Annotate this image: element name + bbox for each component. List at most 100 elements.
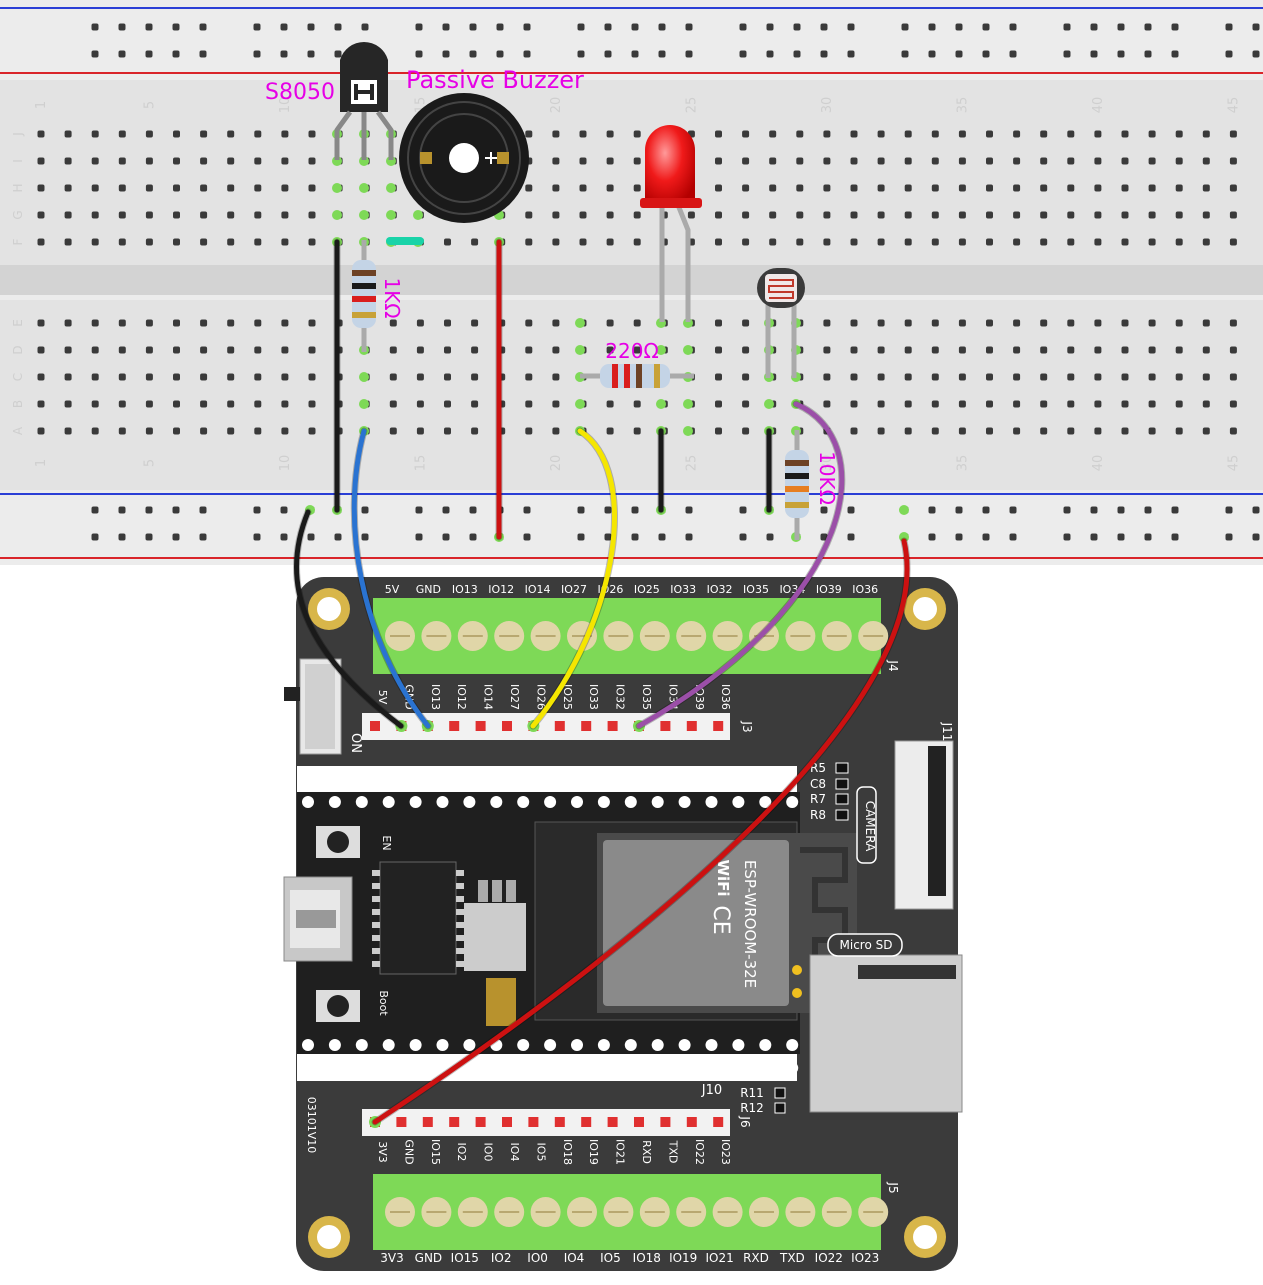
column-number-top: 45: [1226, 97, 1241, 114]
top-terminal-label: 5V: [385, 583, 400, 596]
header-j3-label: IO25: [561, 684, 574, 710]
top-terminal-label: IO12: [488, 583, 514, 596]
top-terminal-label: IO33: [670, 583, 696, 596]
header-j6-label: IO15: [429, 1139, 442, 1165]
tantalum-capacitor: [486, 978, 516, 1026]
top-terminal-label: IO13: [452, 583, 478, 596]
s8050-transistor: [334, 41, 394, 160]
header-j6-label: RXD: [640, 1140, 653, 1164]
top-terminal-label: GND: [416, 583, 441, 596]
antenna-trace: [800, 847, 848, 970]
row-letter-top: F: [11, 238, 25, 245]
row-letter-top: I: [11, 159, 25, 163]
column-number-bottom: 25: [684, 455, 699, 472]
column-number-bottom: 35: [955, 455, 970, 472]
bottom-terminal-label: IO19: [669, 1251, 697, 1265]
bottom-terminal-label: IO4: [564, 1251, 585, 1265]
en-button[interactable]: [316, 826, 360, 858]
bottom-terminal-label: IO0: [527, 1251, 548, 1265]
photoresistor: [757, 268, 805, 378]
red-led: [640, 125, 702, 322]
ce-mark: CE: [708, 905, 733, 934]
bottom-terminal-label: 3V3: [380, 1251, 403, 1265]
bottom-terminal-label: IO5: [600, 1251, 621, 1265]
j5-label: J5: [886, 1181, 900, 1193]
r-label: R7: [810, 792, 826, 806]
j3-label: J3: [740, 720, 754, 732]
column-number-bottom: 20: [549, 455, 564, 472]
row-letter-bottom: C: [11, 373, 25, 381]
micro-sd-slot: [809, 954, 963, 1113]
r12-label: R12: [740, 1101, 764, 1115]
breadboard-top-area: [0, 80, 1263, 265]
column-number-top: 1: [34, 101, 49, 109]
row-letter-bottom: E: [11, 319, 25, 327]
r-label: C8: [810, 777, 826, 791]
resistor-220-label: 220Ω: [605, 339, 658, 363]
header-j3-label: IO26: [534, 684, 547, 710]
header-j3-label: IO13: [429, 684, 442, 710]
column-number-bottom: 40: [1091, 455, 1106, 472]
header-j3-label: IO35: [640, 684, 653, 710]
breadboard-center-channel: [0, 265, 1263, 295]
header-j6-label: IO21: [614, 1139, 627, 1165]
column-number-top: 25: [684, 97, 699, 114]
wifi-label: WiFi: [714, 859, 732, 896]
column-number-bottom: 45: [1226, 455, 1241, 472]
bottom-terminal-label: IO21: [705, 1251, 733, 1265]
breadboard-labels: 115510101515202025253030353540404545JIHG…: [11, 97, 1241, 472]
header-j3-label: IO32: [614, 684, 627, 710]
wire-yellow-io26: [529, 427, 618, 730]
power-switch[interactable]: [284, 658, 342, 755]
top-terminal-label: IO14: [525, 583, 551, 596]
usb-serial-chip: [379, 861, 457, 975]
transistor-label: S8050: [265, 80, 335, 105]
top-terminal-label: IO27: [561, 583, 587, 596]
bottom-terminal-label: IO15: [451, 1251, 479, 1265]
resistor-220: [580, 364, 694, 388]
camera-label: CAMERA: [863, 801, 877, 852]
esp-module-shield: [603, 840, 789, 1006]
top-terminal-screws: [385, 621, 889, 651]
resistor-10k-label: 10KΩ: [815, 451, 839, 505]
top-terminal-label: IO39: [816, 583, 842, 596]
top-terminal-label: IO25: [634, 583, 660, 596]
bottom-terminal-label: GND: [415, 1251, 443, 1265]
column-number-top: 40: [1091, 97, 1106, 114]
column-number-top: 30: [820, 97, 835, 114]
bottom-terminal-label: IO23: [851, 1251, 879, 1265]
row-letter-top: J: [11, 132, 25, 137]
boot-button[interactable]: [316, 990, 360, 1022]
top-terminal-label: IO36: [852, 583, 878, 596]
micro-sd-label-box: [827, 933, 903, 957]
column-number-top: 20: [549, 97, 564, 114]
breadboard-bottom-area: [0, 300, 1263, 490]
header-j3-label: IO33: [587, 684, 600, 710]
wire-black-board-gnd: [293, 508, 405, 730]
voltage-regulator: [464, 903, 526, 971]
header-j6-label: IO4: [508, 1143, 521, 1162]
header-j6-label: IO18: [561, 1139, 574, 1165]
module-label: ESP-WROOM-32E: [741, 860, 759, 988]
en-label: EN: [380, 835, 393, 850]
jumper-wires: [293, 238, 911, 1126]
boot-label: Boot: [377, 990, 390, 1016]
column-number-bottom: 15: [413, 455, 428, 472]
row-letter-bottom: A: [11, 426, 25, 435]
header-j3-label: IO27: [508, 684, 521, 710]
usb-port: [283, 876, 353, 962]
row-letter-top: H: [11, 183, 25, 192]
column-number-top: 10: [278, 97, 293, 114]
column-number-top: 5: [142, 101, 157, 109]
devkit-pin-rows: [302, 773, 799, 1074]
j4-label: J4: [886, 659, 900, 671]
top-terminal-label: IO32: [707, 583, 733, 596]
r-label: R5: [810, 761, 826, 775]
row-letter-bottom: D: [11, 345, 25, 354]
wire-purple-io35: [635, 400, 846, 730]
header-j6-label: IO23: [719, 1139, 732, 1165]
